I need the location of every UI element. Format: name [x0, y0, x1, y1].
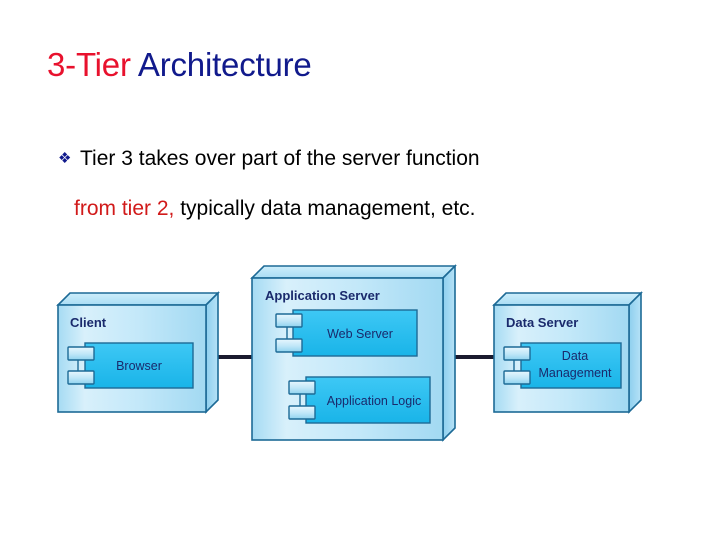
component-browser-label: Browser [116, 359, 162, 373]
architecture-diagram: Client Browser Applicatio [0, 255, 720, 465]
component-web-server-tab-top [275, 313, 303, 328]
page-title-red-part: 3-Tier [47, 46, 138, 83]
page-title: 3-Tier Architecture [47, 45, 312, 85]
component-browser[interactable]: Browser [67, 342, 194, 389]
node-client-label: Client [70, 315, 107, 330]
component-web-server-tab-bottom [275, 338, 303, 353]
bullet-line-1: Tier 3 takes over part of the server fun… [80, 147, 480, 170]
component-browser-tab-bottom [67, 370, 95, 385]
diamond-bullet-icon: ❖ [58, 150, 72, 167]
component-web-server-label: Web Server [327, 327, 393, 341]
node-data-server-side-face [628, 291, 642, 414]
bullet-line-2-red-part: from tier 2, [74, 197, 175, 220]
node-application-server-label: Application Server [265, 288, 380, 303]
component-application-logic-tab-top [288, 380, 316, 395]
component-data-management-tab-top [503, 346, 531, 361]
component-data-management-label-line1: Data [562, 349, 588, 363]
component-data-management-label-line2: Management [539, 366, 612, 380]
node-client-top-face [56, 292, 220, 306]
page-title-navy-part: Architecture [137, 46, 312, 83]
node-data-server[interactable]: Data Server Data Management [492, 291, 643, 414]
node-application-server[interactable]: Application Server Web Server Applicatio… [250, 264, 457, 442]
component-web-server-body [292, 309, 418, 357]
component-application-logic-tab-bottom [288, 405, 316, 420]
component-data-management[interactable]: Data Management [503, 342, 622, 389]
component-data-management-body [520, 342, 622, 389]
component-browser-tab-top [67, 346, 95, 361]
node-application-server-top-face [250, 265, 457, 279]
node-client[interactable]: Client Browser [56, 291, 220, 414]
node-data-server-label: Data Server [506, 315, 578, 330]
component-web-server[interactable]: Web Server [275, 309, 418, 357]
component-data-management-tab-bottom [503, 370, 531, 385]
node-application-server-side-face [442, 264, 456, 442]
bullet-line-2-black-part: typically data management, etc. [174, 197, 476, 220]
component-application-logic[interactable]: Application Logic [288, 376, 431, 424]
component-application-logic-label: Application Logic [327, 394, 422, 408]
component-application-logic-body [305, 376, 431, 424]
component-browser-body [84, 342, 194, 389]
bullet-line-2: from tier 2, typically data management, … [74, 195, 476, 223]
node-client-side-face [205, 291, 219, 414]
node-data-server-top-face [492, 292, 643, 306]
